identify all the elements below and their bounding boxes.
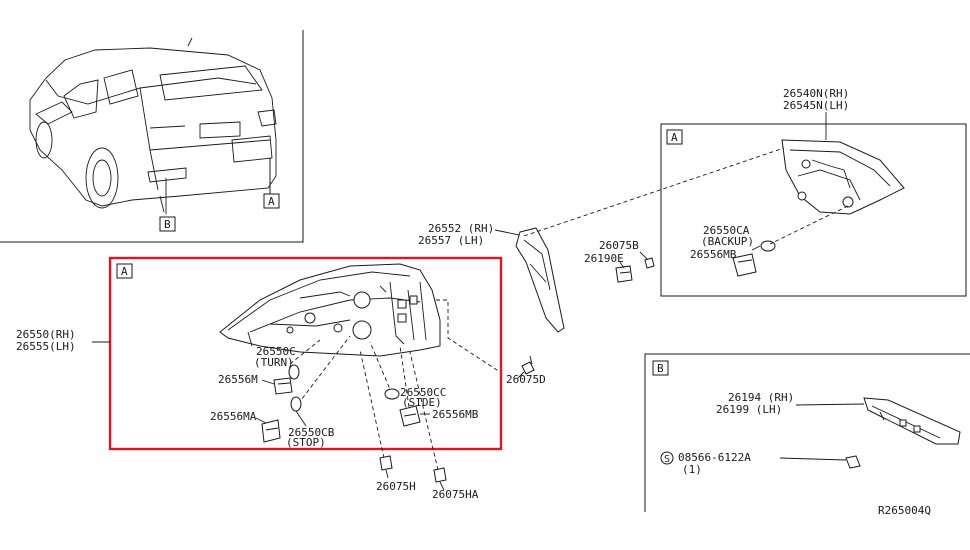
clip-26190e: [615, 265, 633, 283]
label-license-lh: 26199 (LH): [716, 403, 782, 416]
label-bulb-stop-name: (STOP): [286, 436, 326, 449]
inner-lamp-tag: A: [671, 131, 678, 144]
label-license-rh: 26194 (RH): [728, 391, 794, 404]
label-bulb-side-no: 26550CC: [400, 386, 446, 399]
rear-combination-lamp: [219, 263, 441, 357]
label-bulb-turn-name: (TURN): [254, 356, 294, 369]
license-lamp-tag: B: [657, 362, 664, 375]
inset-tag-b-letter: B: [164, 218, 171, 231]
backup-bulb: [751, 240, 776, 252]
clip-26075h: [379, 455, 393, 479]
socket-26556mb: [399, 405, 421, 427]
socket-26556ma: [261, 419, 281, 443]
clip-26075b: [644, 257, 655, 269]
label-clip-26075h: 26075H: [376, 480, 416, 493]
label-lamp-rh: 26550(RH): [16, 328, 76, 341]
label-garnish-rh: 26552 (RH): [428, 222, 494, 235]
label-socket-26556mb-top: 26556MB: [690, 248, 737, 261]
label-clip-26075ha: 26075HA: [432, 488, 479, 501]
highlight-frame: [108, 256, 503, 451]
label-screw-26075d: 26075D: [506, 373, 546, 386]
label-bulb-backup-no: 26550CA: [703, 224, 750, 237]
vehicle-inset: B A: [0, 30, 304, 243]
stop-bulb: [290, 396, 302, 412]
fasteners: 26075D 26075H 26075HA: [376, 355, 546, 501]
license-plate-lamp: [863, 397, 961, 445]
label-screw-qty: (1): [682, 463, 702, 476]
reference-code: R265004Q: [878, 504, 931, 517]
label-screw-no: 08566-6122A: [678, 451, 751, 464]
label-lamp-lh: 26555(LH): [16, 340, 76, 353]
inset-tag-a-letter: A: [268, 195, 275, 208]
inset-tag-a: [263, 193, 280, 209]
screw-symbol-circle: [660, 451, 674, 465]
label-inner-lamp-lh: 26545N(LH): [783, 99, 849, 112]
label-bulb-turn-no: 26550C: [256, 345, 296, 358]
screw-26075d: [521, 355, 535, 375]
side-bulb: [384, 388, 400, 400]
label-garnish-lh: 26557 (LH): [418, 234, 484, 247]
rear-car-illustration: [29, 37, 277, 213]
label-socket-26556m: 26556M: [218, 373, 258, 386]
label-clip-26075b: 26075B: [599, 239, 639, 252]
garnish-group: 26552 (RH) 26557 (LH) 26075B 26190E: [418, 147, 785, 333]
inner-combination-lamp: [781, 139, 905, 215]
label-clip-26190e: 26190E: [584, 252, 624, 265]
turn-bulb: [288, 364, 300, 380]
clip-26075ha: [433, 467, 447, 491]
inner-lamp-panel: A 26540N(RH) 26545N(LH) 26550CA (BACKUP)…: [660, 87, 967, 297]
license-lamp-panel: B 26194 (RH) 26199 (LH) S 08566-6122A (1…: [644, 353, 970, 517]
label-bulb-side-name: (SIDE): [402, 396, 442, 409]
label-inner-lamp-rh: 26540N(RH): [783, 87, 849, 100]
license-screw: [845, 455, 861, 469]
main-lamp-tag: A: [121, 265, 128, 278]
lamp-garnish: [515, 227, 565, 333]
backup-socket: [732, 253, 757, 277]
socket-26556m: [273, 377, 293, 395]
main-lamp-panel: A 26550(RH) 26555(LH): [16, 256, 503, 471]
label-screw-symbol: S: [664, 454, 670, 465]
inset-tag-b: [159, 216, 176, 232]
label-bulb-stop-no: 26550CB: [288, 426, 335, 439]
label-socket-26556mb: 26556MB: [432, 408, 479, 421]
label-socket-26556ma: 26556MA: [210, 410, 257, 423]
label-bulb-backup-name: (BACKUP): [701, 235, 754, 248]
